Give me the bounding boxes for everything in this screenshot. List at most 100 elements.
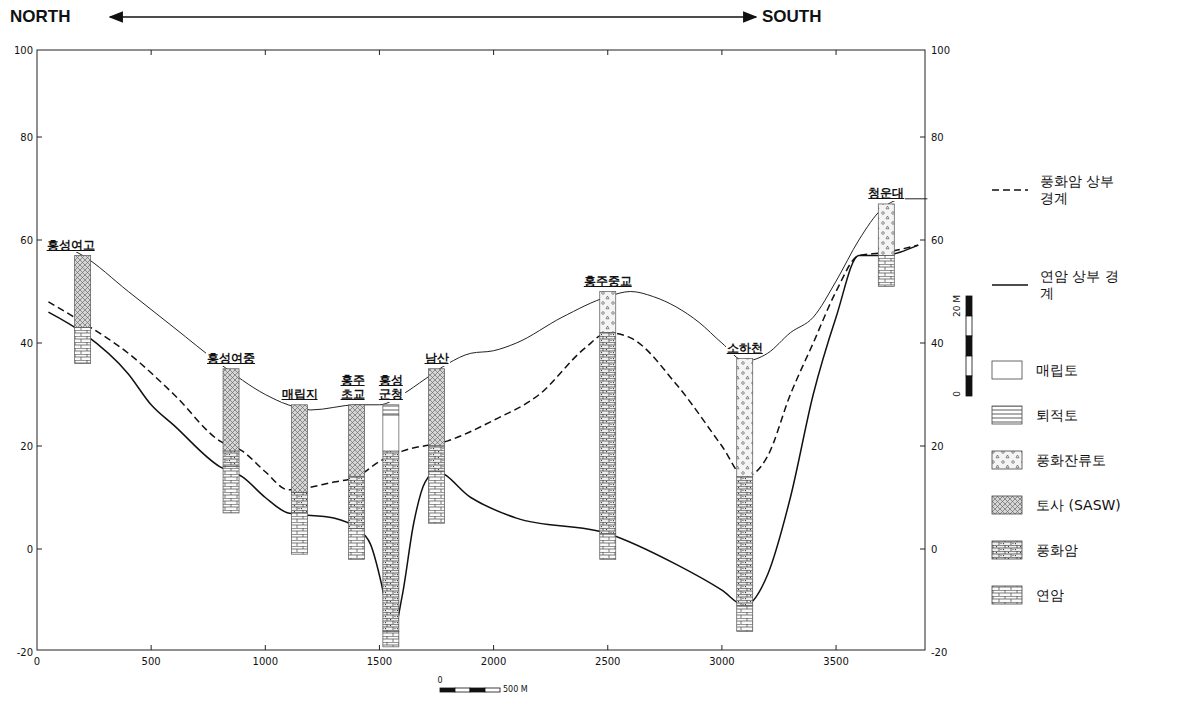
soil-layer [349, 405, 365, 477]
borehole-name: 흥성 군청 [376, 374, 406, 402]
borehole: 흥성여중 [223, 369, 239, 513]
horizontal-scale-segment [455, 688, 470, 692]
borehole-name: 홍주 초교 [338, 374, 368, 402]
legend-sample [992, 586, 1022, 604]
axis-value: 40 [20, 338, 33, 349]
legend-line [992, 189, 1028, 191]
axis-value: 60 [20, 235, 33, 246]
legend-sample [992, 541, 1022, 559]
soil-layer [349, 477, 365, 529]
legend-text: 토사 (SASW) [1036, 497, 1121, 514]
legend-swatch [990, 404, 1030, 426]
soil-layer [75, 328, 91, 364]
tick [37, 343, 42, 344]
soil-layer [600, 292, 616, 333]
legend-swatch [990, 359, 1030, 381]
legend-text: 매립토 [1036, 362, 1078, 379]
soil-layer [223, 467, 239, 513]
soil-layer [878, 255, 894, 286]
soil-layer [223, 451, 239, 466]
scale-label: 0 [953, 391, 963, 397]
legend-swatch [990, 179, 1030, 201]
tick [265, 50, 266, 55]
axis-value: 3500 [823, 656, 848, 667]
borehole-name: 소하천 [726, 342, 764, 356]
tick [37, 446, 42, 447]
tick [920, 240, 925, 241]
borehole-name: 남산 [424, 352, 450, 366]
soft-rock-boundary [48, 245, 918, 636]
axis-value: 1500 [367, 656, 392, 667]
horizontal-scale-segment [485, 688, 500, 692]
tick [493, 645, 494, 650]
axis-value: 80 [931, 132, 944, 143]
soil-layer [429, 472, 445, 524]
axis-value: 20 [931, 441, 944, 452]
tick [265, 645, 266, 650]
tick [721, 645, 722, 650]
soil-layer [737, 358, 753, 476]
borehole-name: 흥성여고 [46, 239, 96, 253]
borehole: 흥성 군청 [383, 405, 399, 647]
axis-value: 20 [20, 441, 33, 452]
ground-surface [48, 199, 927, 410]
axis-ticks [37, 50, 925, 650]
legend-text: 연암 [1036, 587, 1064, 604]
tick [920, 343, 925, 344]
direction-arrow [110, 16, 756, 18]
soil-layer [292, 492, 308, 513]
legend-swatch [990, 494, 1030, 516]
legend-text: 풍화암 상부 경계 [1040, 173, 1125, 207]
vertical-scale-segment [966, 336, 972, 356]
axis-value: 1000 [253, 656, 278, 667]
legend-text: 풍화잔류토 [1036, 452, 1106, 469]
borehole-log [75, 255, 91, 363]
tick [379, 645, 380, 650]
axis-value: 100 [931, 45, 950, 56]
axis-value: 80 [20, 132, 33, 143]
weathered-rock-boundary [48, 245, 918, 490]
borehole: 흥성여고 [75, 255, 91, 363]
borehole-columns [75, 204, 895, 647]
soil-layer [349, 528, 365, 559]
soil-layer [878, 204, 894, 256]
borehole-name: 청운대 [867, 187, 905, 201]
axis-value: 0 [34, 656, 40, 667]
direction-label: SOUTH [762, 8, 822, 27]
borehole-log [429, 369, 445, 524]
axis-value: -20 [931, 647, 947, 658]
axis-value: 0 [27, 544, 33, 555]
soil-layer [292, 405, 308, 493]
soil-layer [383, 405, 399, 415]
borehole: 청운대 [878, 204, 894, 286]
axis-value: 100 [14, 45, 33, 56]
tick [493, 50, 494, 55]
legend-sample [992, 451, 1022, 469]
borehole: 남산 [429, 369, 445, 524]
borehole-name: 홍주중교 [583, 275, 633, 289]
soil-layer [223, 369, 239, 451]
legend-text: 퇴적토 [1036, 407, 1078, 424]
tick [37, 137, 42, 138]
soil-layer [75, 255, 91, 327]
tick [607, 645, 608, 650]
soil-layer [383, 451, 399, 631]
tick [151, 645, 152, 650]
soil-layer [292, 513, 308, 554]
legend-text: 연암 상부 경계 [1040, 268, 1125, 302]
soil-layer [383, 631, 399, 646]
direction-label: NORTH [10, 8, 70, 27]
borehole-log [383, 405, 399, 647]
soil-layer [600, 534, 616, 560]
boundary-lines [48, 199, 927, 637]
soil-layer [383, 415, 399, 451]
soil-layer [737, 606, 753, 632]
soil-layer [737, 477, 753, 606]
legend-text: 풍화암 [1036, 542, 1078, 559]
axis-value: -20 [17, 647, 33, 658]
borehole: 홍주중교 [600, 292, 616, 560]
scale-bars [440, 296, 972, 692]
legend-line [992, 284, 1028, 286]
legend-sample [992, 406, 1022, 424]
tick [920, 446, 925, 447]
